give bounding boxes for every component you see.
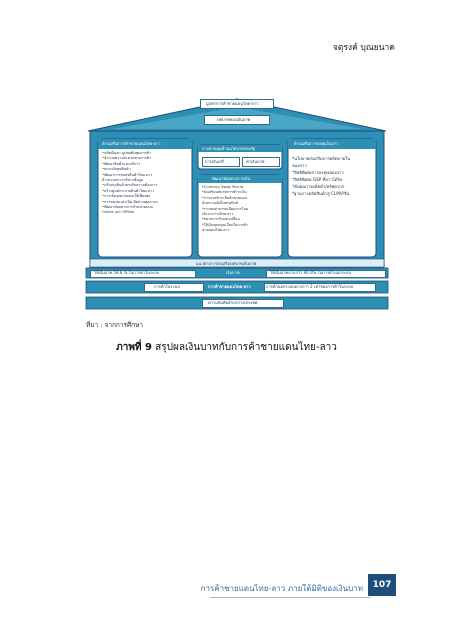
list-item: *สิทธิพิเศษการลงทุนของลาว: [292, 170, 344, 175]
roof-sub-label: บทบาทของเงินบาท: [217, 117, 251, 122]
list-item: *การจ่ายชำระสินค้าชายแดน: [202, 195, 248, 200]
center-top-left-box: [202, 157, 240, 167]
floor-right-label: ใช้เงินบาทมากกว่า 90.0% ในการค้านอกระบบ: [270, 270, 351, 275]
base-left-label: การค้าในระบบ: [154, 284, 180, 289]
caption-label: ภาพที่ 9: [116, 342, 152, 353]
list-item: •พัฒนาช่องทางการจำหน่ายแบบ: [102, 205, 153, 210]
foundation-label: ความสัมพันธ์ระหว่างประเทศ: [208, 300, 258, 305]
base-right-label: การค้านอกระบบมากกว่า 2 เท่าของการค้าในระ…: [266, 284, 354, 289]
bottom-bar-label: แนวทางการส่งเสริมบทบาทเงินบาท: [196, 260, 257, 266]
list-item: •การเปิดจุดผ่านแดนให้เพียงพอ: [102, 194, 151, 199]
roof-top-label: มูลค่าการค้าชายแดนไทย-ลาว: [206, 101, 259, 106]
list-item: •พัฒนาการขนส่งสินค้าไทย-ลาว: [102, 172, 153, 177]
author-header: จตุรงค์ บุณยนาค: [332, 43, 395, 53]
base-center-label: การค้าชายแดนไทย-ลาว: [208, 284, 251, 289]
foundation-box: [202, 299, 284, 308]
center-pillar-list: *Currency Swap กับบาท *ส่งเสริมบทบาทการช…: [202, 185, 248, 234]
list-item: •ขจัดปัญหา ลูปลดต้นทุนการค้า: [102, 151, 152, 155]
footer-title: การค้าชายแดนไทย-ลาว ภายใต้มิติของเงินบาท: [200, 584, 363, 593]
list-item: •การขยายเวลาเปิด-ปิดด่านศุลกากร: [102, 199, 158, 204]
list-item: *Currency Swap กับบาท: [202, 185, 244, 189]
floor-right-box: [266, 269, 386, 278]
list-item: เงินระหว่างไทย-ลาว: [202, 212, 234, 217]
list-item: *ฐานการผลิตสินค้าสู่ CLMV/จีน: [292, 191, 350, 196]
list-item: *ส่งเสริมบทบาทการชำระเงิน: [202, 190, 247, 195]
list-item: ของลาว: [292, 163, 307, 168]
list-item: •อำนวยความสะดวกทางการค้า: [102, 156, 152, 161]
figure-source: ที่มา : จากการศึกษา: [86, 321, 144, 329]
list-item: •ปรับปรุงสินค้าตรงกับความต้องการ: [102, 183, 158, 188]
roof-sub-box: [204, 115, 270, 125]
list-item: *ให้เงินทุนหมุนเวียนในการค้า: [202, 222, 248, 227]
page-number: 107: [368, 574, 396, 596]
list-item: *ขยายการรับแลกเปลี่ยน: [202, 217, 240, 222]
list-item: *สิทธิพิเศษ GSP ที่ลาวได้รับ: [292, 177, 343, 182]
list-item: •ยกระดับสุขสินค้า: [102, 167, 131, 172]
list-item: •พัฒนาสินค้าและบริการ: [102, 161, 141, 166]
left-pillar-title: ด้านเสริมการค้าชายแดนไทย-ลาว: [102, 141, 161, 146]
base-left-box: [144, 283, 204, 292]
right-pillar-title: ด้านเสริมการลงทุนในลาว: [294, 141, 339, 146]
list-item: ชายแดนไทย-ลาว: [202, 228, 230, 233]
list-item: *นโยบายส่งเสริมการผลิตภายใน: [292, 156, 351, 161]
floor-center-label: เงินบาท: [226, 270, 240, 275]
caption-text: สรุปผลเงินบาทกับการค้าชายแดนไทย-ลาว: [151, 342, 337, 353]
center-top-right-label: ค่าเงินบาท: [246, 159, 265, 164]
footer-rule: [210, 597, 370, 598]
right-pillar-list: *นโยบายส่งเสริมการผลิตภายใน ของลาว *สิทธ…: [292, 155, 350, 197]
list-item: ด้วยระบบอิเล็กทรอนิกส์: [202, 201, 238, 206]
list-item: *ต้นทุนการผลิตต่ำ/ทรัพยากร: [292, 184, 345, 189]
figure-caption: ภาพที่ 9 สรุปผลเงินบาทกับการค้าชายแดนไทย…: [0, 340, 453, 355]
floor-left-box: [90, 269, 196, 278]
center-top-right-box: [242, 157, 280, 167]
list-item: ด้านระบบการบริหารข้อมูล: [102, 178, 144, 183]
floor-left-label: ใช้เงินบาท 59.6 % ในการค้าในระบบ: [94, 270, 160, 275]
list-item: *การลดค่าธรรมเนียมการโอน: [202, 206, 249, 211]
list-item: Online และ Offline: [102, 210, 135, 215]
list-item: •สร้างศูนย์กระจายสินค้าไทย-ลาว: [102, 188, 155, 193]
center-top-left-label: การเงินเสรี: [205, 159, 224, 164]
roof-top-box: [200, 99, 274, 109]
house-diagram: มูลค่าการค้าชายแดนไทย-ลาว บทบาทของเงินบา…: [84, 97, 390, 313]
center-pillar-title: พัฒนาช่องทางการเงิน: [212, 176, 251, 181]
center-top-title: การควบคุมด้านนโยบายของรัฐ: [202, 146, 255, 151]
base-right-box: [264, 283, 376, 292]
left-pillar-list: •ขจัดปัญหา ลูปลดต้นทุนการค้า •อำนวยความส…: [102, 151, 158, 216]
